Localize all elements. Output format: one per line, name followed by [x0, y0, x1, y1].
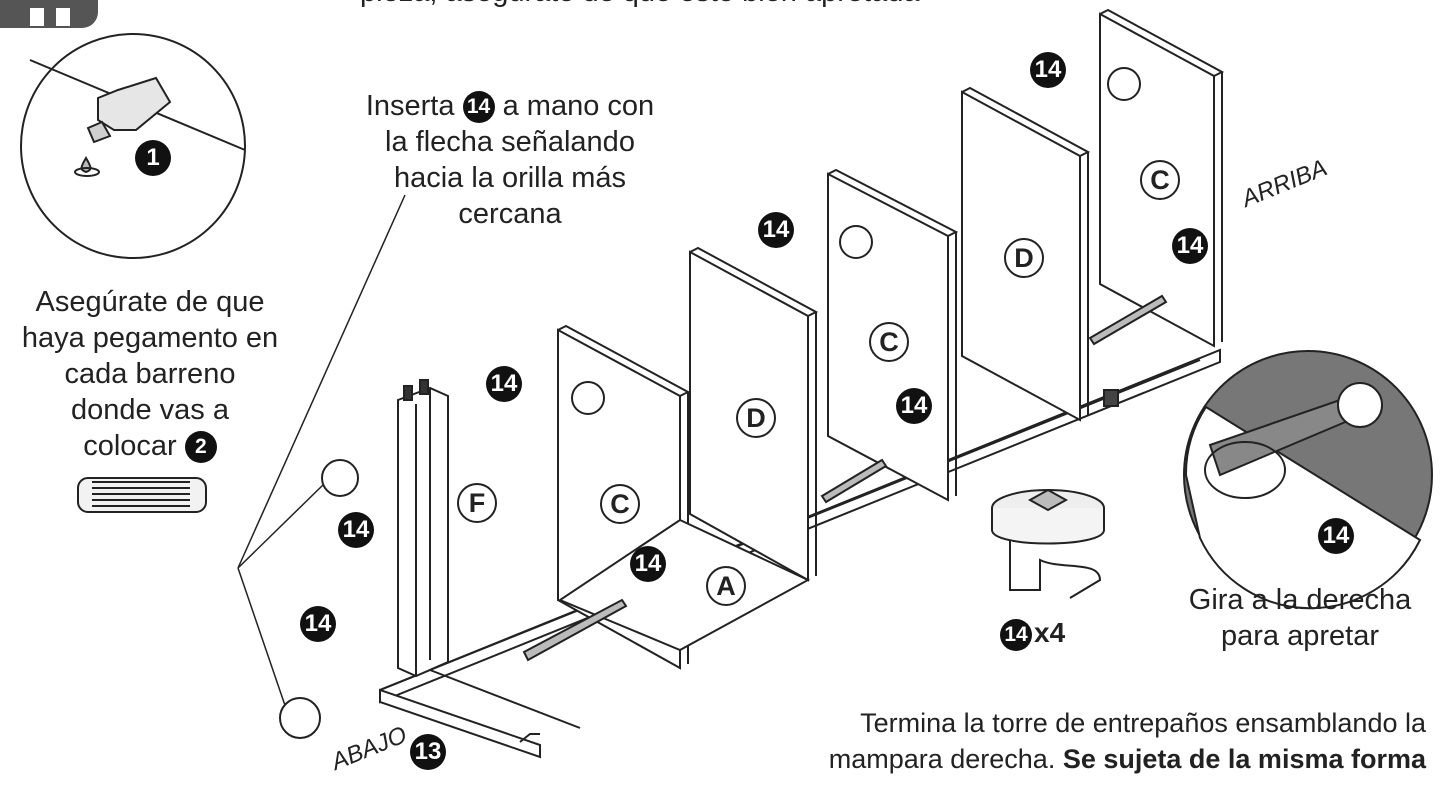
- cam-lock-callout-f-bottom: 14: [300, 606, 336, 642]
- tighten-line-2: para apretar: [1221, 620, 1379, 652]
- cam-lock-callout-screwdriver-front: 14: [630, 546, 666, 582]
- insert-part-badge: 14: [462, 91, 495, 124]
- glue-part-badge: 1: [135, 140, 171, 176]
- cam-lock-callout-screwdriver-middle: 14: [896, 388, 932, 424]
- glue-detail-circle: [20, 33, 246, 259]
- panel-label-c-middle: C: [869, 322, 909, 362]
- glue-line-1: Asegúrate de que: [35, 286, 265, 318]
- panel-f: [397, 379, 449, 678]
- dowel-icon: [77, 477, 207, 513]
- screwdriver-icons: [522, 294, 1168, 662]
- footer-note: Termina la torre de entrepaños ensamblan…: [726, 705, 1426, 777]
- insert-instruction: Inserta 14 a mano con la flecha señaland…: [330, 88, 690, 232]
- header-partial-text: pieza, asegúrate de que esté bien apreta…: [360, 0, 919, 9]
- cam-lock-callout-f-top: 14: [338, 512, 374, 548]
- glue-instruction: Asegúrate de que haya pegamento en cada …: [0, 284, 300, 464]
- insert-suffix: a mano con: [502, 90, 655, 122]
- cam-lock-callout-screwdriver-back: 14: [1172, 228, 1208, 264]
- panel-label-c-back: C: [1140, 160, 1180, 200]
- dowel-part-badge: 2: [184, 431, 217, 464]
- tighten-line-1: Gira a la derecha: [1188, 584, 1412, 616]
- step-digit-1: [30, 8, 44, 26]
- cam-lock-large-icon: [991, 488, 1105, 599]
- glue-line-3: cada barreno: [64, 358, 236, 390]
- step-number-badge: [0, 0, 98, 28]
- footer-line-2-prefix: mampara derecha.: [828, 744, 1056, 774]
- footer-line-2-bold: Se sujeta de la misma forma: [1062, 744, 1426, 774]
- footer-line-2: mampara derecha. Se sujeta de la misma f…: [726, 741, 1426, 777]
- panel-label-f: F: [457, 483, 497, 523]
- insert-prefix: Inserta: [365, 90, 455, 122]
- cam-lock-callout-c-front: 14: [486, 366, 522, 402]
- cam-lock-callout-detail: 14: [1318, 518, 1354, 554]
- insert-line-4: cercana: [458, 198, 562, 230]
- tighten-instruction: Gira a la derecha para apretar: [1160, 582, 1440, 654]
- screwdriver-detail-circle: [1183, 350, 1433, 610]
- insert-line-1: Inserta 14 a mano con: [330, 88, 690, 124]
- glue-line-4: donde vas a: [70, 394, 229, 426]
- quantity-part-badge: 14: [1000, 618, 1032, 651]
- quantity-text: x4: [1034, 617, 1066, 648]
- step-digit-2: [56, 8, 70, 26]
- footer-line-1: Termina la torre de entrepaños ensamblan…: [860, 708, 1426, 738]
- glue-line-5: colocar 2: [0, 428, 300, 464]
- cam-lock-callout-c-back: 14: [1030, 52, 1066, 88]
- screw-callout: 13: [410, 734, 446, 770]
- panel-label-d-front: D: [736, 398, 776, 438]
- insert-line-2: la flecha señalando: [385, 126, 635, 158]
- glue-line-5-prefix: colocar: [83, 430, 177, 462]
- panel-label-d-back: D: [1004, 238, 1044, 278]
- cam-lock-callout-c-middle: 14: [758, 212, 794, 248]
- cam-lock-glyphs: [279, 67, 1141, 739]
- insert-line-3: hacia la orilla más: [393, 162, 627, 194]
- panel-label-c-front: C: [600, 484, 640, 524]
- glue-line-2: haya pegamento en: [21, 322, 279, 354]
- panel-label-a: A: [706, 566, 746, 606]
